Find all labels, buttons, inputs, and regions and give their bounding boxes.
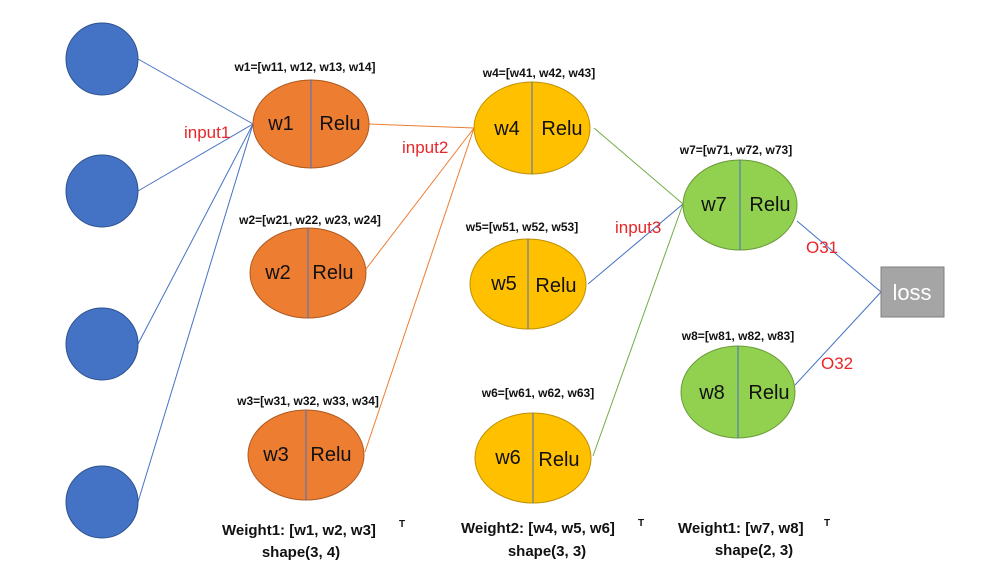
edge-in4-w1 [137,123,254,503]
neuron-w3-weights-label: w3=[w31, w32, w33, w34] [236,394,379,408]
neuron-w6: w6 Relu [474,412,592,504]
caption-layer2-shape: shape(3, 3) [508,543,586,560]
caption-layer1-sup: T [399,519,405,530]
edge-w3-w4 [364,127,475,453]
connections [137,58,882,503]
neuron-w6-activation: Relu [538,449,579,471]
caption-layer1: Weight1: [w1, w2, w3] T shape(3, 4) [222,519,405,561]
edge-in3-w1 [137,123,254,345]
neuron-w6-weight: w6 [494,447,521,469]
neuron-w3-activation: Relu [310,444,351,466]
neuron-w1-weight: w1 [267,113,294,135]
neuron-w2-weight: w2 [264,262,291,284]
loss-label: loss [892,280,931,305]
neuron-w2-weights-label: w2=[w21, w22, w23, w24] [238,213,381,227]
caption-layer3: Weight1: [w7, w8] T shape(2, 3) [678,518,830,559]
input-node-2 [65,154,139,228]
annotation-o31: O31 [806,238,838,257]
edge-w8-loss [794,291,882,386]
neuron-w7: w7 Relu [682,159,798,251]
input-layer [65,22,139,539]
neuron-w7-activation: Relu [749,194,790,216]
input-node-3 [65,307,139,381]
edge-w1-w4 [368,123,475,129]
neuron-w5: w5 Relu [469,238,587,330]
neuron-w3-weight: w3 [262,444,289,466]
edge-w2-w4 [365,127,475,270]
annotation-o32: O32 [821,354,853,373]
caption-layer3-sup: T [824,518,830,529]
annotation-input1: input1 [184,123,230,142]
edge-w4-w7 [593,127,684,205]
neuron-w6-weights-label: w6=[w61, w62, w63] [481,386,594,400]
caption-layer3-shape: shape(2, 3) [715,542,793,559]
neuron-w1-activation: Relu [319,113,360,135]
neuron-w5-weight: w5 [490,273,517,295]
input-node-4 [65,465,139,539]
neuron-w5-weights-label: w5=[w51, w52, w53] [465,220,578,234]
neuron-w4-weight: w4 [493,118,520,140]
edge-in1-w1 [137,58,254,125]
neuron-w4-activation: Relu [541,118,582,140]
neuron-w4-weights-label: w4=[w41, w42, w43] [482,66,595,80]
input-node-1 [65,22,139,96]
neuron-w8-activation: Relu [748,382,789,404]
edge-in2-w1 [137,123,254,192]
neuron-w7-weight: w7 [700,194,727,216]
neuron-w2-activation: Relu [312,262,353,284]
edge-w5-w7 [587,203,684,285]
neuron-w5-activation: Relu [535,275,576,297]
neuron-w8-weights-label: w8=[w81, w82, w83] [681,329,794,343]
neuron-w4: w4 Relu [473,81,591,175]
annotation-input2: input2 [402,138,448,157]
caption-layer1-weight: Weight1: [w1, w2, w3] [222,522,376,539]
neuron-w1: w1 Relu [252,79,370,169]
caption-layer1-shape: shape(3, 4) [262,544,340,561]
edge-w6-w7 [592,203,684,457]
neuron-w1-weights-label: w1=[w11, w12, w13, w14] [233,60,375,74]
edge-w7-loss [796,220,882,293]
annotation-input3: input3 [615,218,661,237]
caption-layer3-weight: Weight1: [w7, w8] [678,520,804,537]
caption-layer2: Weight2: [w4, w5, w6] T shape(3, 3) [461,518,644,560]
loss-box [880,266,945,318]
caption-layer2-sup: T [638,518,644,529]
neuron-w8-weight: w8 [698,382,725,404]
neuron-w8: w8 Relu [680,345,796,439]
neuron-w3: w3 Relu [247,409,365,501]
neuron-w2: w2 Relu [249,227,367,319]
loss-node: loss [880,266,945,318]
neuron-w7-weights-label: w7=[w71, w72, w73] [679,143,792,157]
caption-layer2-weight: Weight2: [w4, w5, w6] [461,520,615,537]
